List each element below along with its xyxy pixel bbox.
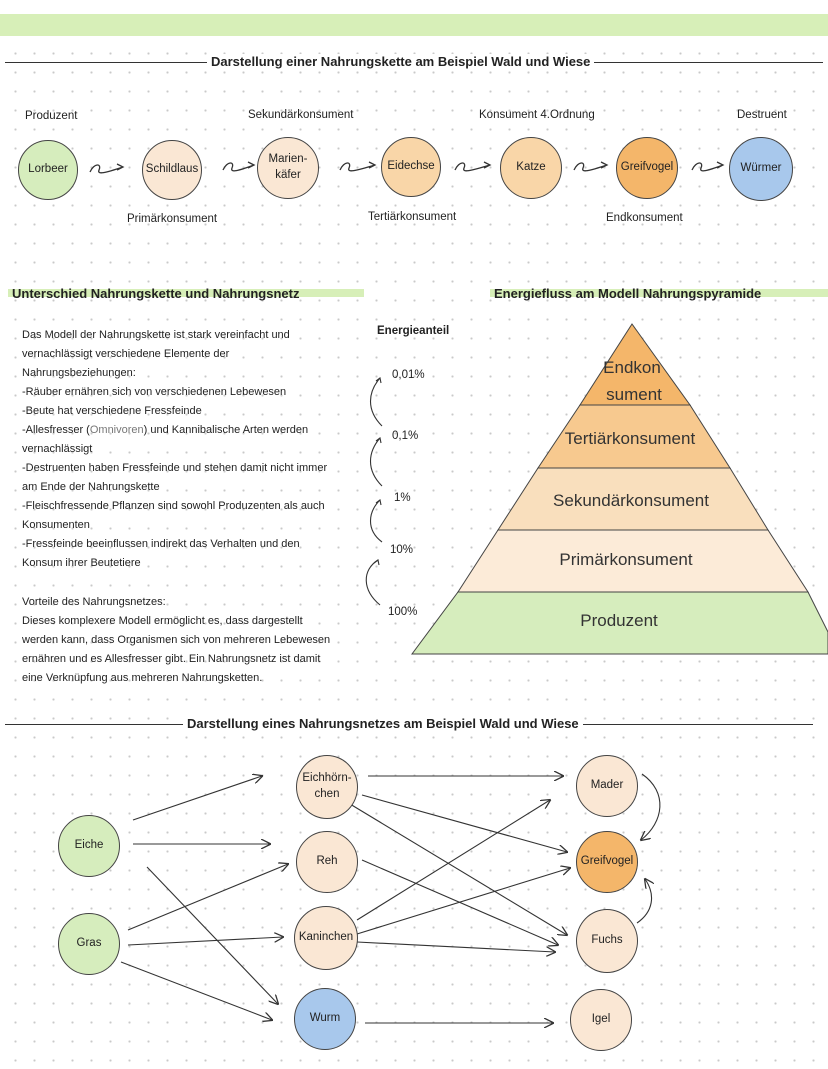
arrow-gras-wurm bbox=[120, 961, 272, 1020]
body-line: Das Modell der Nahrungskette ist stark v… bbox=[22, 329, 290, 341]
advantages-block: Vorteile des Nahrungsnetzes: Dieses komp… bbox=[22, 593, 362, 688]
body-line: ernähren und es Allesfresser gibt. Ein N… bbox=[22, 653, 321, 665]
arrow-eichhoernchen-fuchs bbox=[349, 803, 567, 935]
chain-arrow-1 bbox=[89, 163, 125, 174]
body-line: Konsumenten bbox=[22, 519, 90, 531]
arrow-eiche-wurm bbox=[146, 866, 278, 1004]
section3-highlight bbox=[490, 289, 828, 297]
body-line-omnivoren: -Allesfresser (Omnivoren) und Kannibalis… bbox=[22, 424, 309, 436]
chain-arrow-3 bbox=[339, 161, 377, 172]
chain-node-greifvogel: Greifvogel bbox=[616, 137, 678, 199]
pyramid-label-produzent: Produzent bbox=[580, 611, 658, 630]
web-node-reh: Reh bbox=[296, 831, 358, 893]
body-line: vernachlässigt bbox=[22, 443, 93, 455]
web-node-fuchs: Fuchs bbox=[576, 909, 638, 973]
chain-arrow-6 bbox=[691, 161, 725, 172]
food-web-arrows bbox=[120, 740, 661, 1060]
section3-title: Energiefluss am Modell Nahrungspyramide bbox=[494, 286, 762, 301]
web-node-mader: Mader bbox=[576, 755, 638, 817]
web-node-igel: Igel bbox=[570, 989, 632, 1051]
section1-title: Darstellung einer Nahrungskette am Beisp… bbox=[207, 54, 595, 69]
body-line: Konsum ihrer Beutetiere bbox=[22, 557, 141, 569]
arrow-mader-greifvogel bbox=[641, 773, 661, 840]
pyramid-label-endkon: Endkon bbox=[603, 358, 661, 377]
chain-node-eidechse: Eidechse bbox=[381, 137, 441, 197]
advantages-title: Vorteile des Nahrungsnetzes: bbox=[22, 596, 166, 608]
section2-title: Unterschied Nahrungskette und Nahrungsne… bbox=[12, 286, 300, 301]
energy-arc-4 bbox=[369, 377, 383, 427]
section2-body: Das Modell der Nahrungskette ist stark v… bbox=[22, 326, 362, 573]
arrow-gras-kaninchen bbox=[127, 937, 283, 946]
web-node-wurm: Wurm bbox=[294, 988, 356, 1050]
body-line: Nahrungsbeziehungen: bbox=[22, 367, 136, 379]
energy-pct-1: 0,01% bbox=[392, 369, 425, 381]
chain-node-wuermer: Würmer bbox=[729, 137, 793, 201]
energy-arc-1 bbox=[365, 559, 381, 606]
section2-highlight bbox=[8, 289, 364, 297]
pyramid-label-tertiaer: Tertiärkonsument bbox=[565, 429, 696, 448]
arrow-kaninchen-greifvogel bbox=[356, 868, 570, 935]
energy-pct-5: 100% bbox=[388, 606, 418, 618]
chain-arrow-2 bbox=[222, 161, 256, 172]
pyramid-label-sument: sument bbox=[606, 385, 662, 404]
omnivoren-term: Omnivoren bbox=[89, 424, 144, 436]
web-node-eiche: Eiche bbox=[58, 815, 120, 877]
body-line: -Räuber ernähren sich von verschiedenen … bbox=[22, 386, 287, 398]
arrow-eiche-eichhoernchen bbox=[132, 776, 262, 821]
energy-title: Energieanteil bbox=[377, 325, 450, 337]
energy-pct-2: 0,1% bbox=[392, 430, 419, 442]
pyramid-label-primaer: Primärkonsument bbox=[559, 550, 692, 569]
body-line: -Fleischfressende Pflanzen sind sowohl P… bbox=[22, 500, 325, 512]
body-line: -Beute hat verschiedene Fressfeinde bbox=[22, 405, 202, 417]
pyramid-level-producer bbox=[411, 591, 828, 655]
body-line: vernachlässigt verschiedene Elemente der bbox=[22, 348, 230, 360]
arrow-kaninchen-mader bbox=[356, 800, 550, 921]
label-tertiaerkonsument: Tertiärkonsument bbox=[368, 211, 457, 223]
arrow-gras-reh bbox=[127, 864, 288, 931]
body-line: Dieses komplexere Modell ermöglicht es, … bbox=[22, 615, 303, 627]
web-node-gras: Gras bbox=[58, 913, 120, 975]
energy-arc-2 bbox=[369, 499, 383, 543]
body-line: eine Verknüpfung aus mehreren Nahrungske… bbox=[22, 672, 263, 684]
energy-flow-arrows bbox=[365, 377, 383, 606]
energy-pct-3: 1% bbox=[394, 492, 411, 504]
label-primaerkonsument: Primärkonsument bbox=[127, 213, 218, 225]
chain-arrow-4 bbox=[454, 161, 492, 172]
web-node-eichhoernchen: Eichhörn- chen bbox=[296, 755, 358, 819]
chain-arrow-5 bbox=[573, 161, 609, 172]
label-destruent: Destruent bbox=[737, 109, 787, 121]
energy-pct-4: 10% bbox=[390, 544, 414, 556]
web-node-kaninchen: Kaninchen bbox=[294, 906, 358, 970]
chain-node-schildlaus: Schildlaus bbox=[142, 140, 202, 200]
label-produzent: Produzent bbox=[25, 110, 78, 122]
arrow-kaninchen-fuchs bbox=[356, 941, 555, 952]
body-line: am Ende der Nahrungskette bbox=[22, 481, 160, 493]
chain-arrows bbox=[89, 161, 725, 174]
label-konsument-4: Konsument 4.Ordnung bbox=[479, 109, 595, 121]
chain-node-marienkaefer: Marien- käfer bbox=[257, 137, 319, 199]
label-endkonsument: Endkonsument bbox=[606, 212, 683, 224]
arrow-fuchs-greifvogel bbox=[636, 879, 652, 924]
pyramid-label-sekundaer: Sekundärkonsument bbox=[553, 491, 709, 510]
section4-title: Darstellung eines Nahrungsnetzes am Beis… bbox=[183, 716, 583, 731]
chain-node-katze: Katze bbox=[500, 137, 562, 199]
web-node-greifvogel: Greifvogel bbox=[576, 831, 638, 893]
body-line: -Fressfeinde beeinflussen indirekt das V… bbox=[22, 538, 300, 550]
arrow-eichhoernchen-greifvogel bbox=[361, 794, 567, 852]
label-sekundaerkonsument: Sekundärkonsument bbox=[248, 109, 354, 121]
top-highlight-band bbox=[0, 14, 828, 36]
energy-arc-3 bbox=[369, 437, 383, 487]
chain-node-lorbeer: Lorbeer bbox=[18, 140, 78, 200]
body-line: werden kann, dass Organismen sich von me… bbox=[22, 634, 331, 646]
energy-pyramid: Endkon sument Tertiärkonsument Sekundärk… bbox=[365, 323, 828, 655]
body-line: -Destruenten haben Fressfeinde und stehe… bbox=[22, 462, 328, 474]
